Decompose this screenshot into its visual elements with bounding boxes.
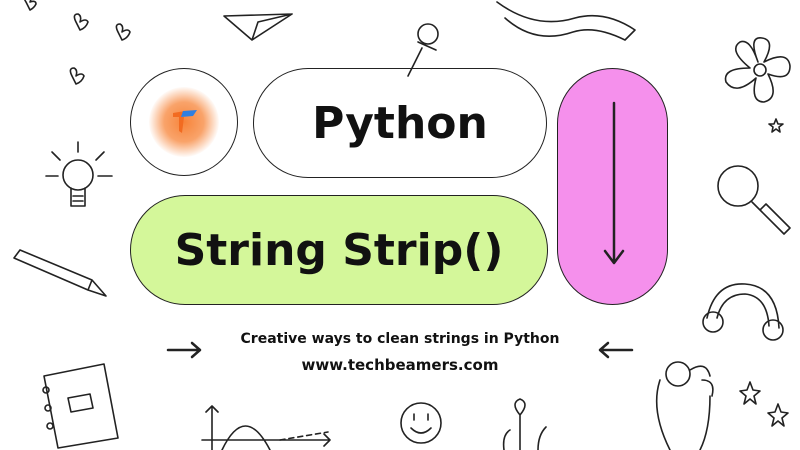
heart-plant-icon xyxy=(502,398,547,450)
right-arrow-icon xyxy=(166,341,202,359)
pink-pill xyxy=(557,68,668,305)
paper-plane-icon xyxy=(223,13,293,41)
logo-icon xyxy=(173,110,197,133)
smiley-icon xyxy=(400,402,442,444)
pencil-icon xyxy=(13,249,107,297)
left-arrow-icon xyxy=(598,341,634,359)
subtitle: Creative ways to clean strings in Python xyxy=(240,331,560,347)
rainbow-icon xyxy=(702,283,784,341)
star-icon xyxy=(768,118,784,133)
flower-icon xyxy=(724,37,791,103)
magnifier-icon xyxy=(717,165,791,235)
string-strip-title: String Strip() xyxy=(130,195,548,305)
ok-hand-icon xyxy=(655,361,714,450)
down-arrow-icon xyxy=(603,101,625,265)
logo-badge xyxy=(130,68,238,176)
ribbon-icon xyxy=(496,1,636,41)
pushpin-icon xyxy=(407,23,439,77)
python-title: Python xyxy=(253,68,547,178)
notebook-icon xyxy=(42,363,119,449)
website-url: www.techbeamers.com xyxy=(301,356,499,374)
graph-icon xyxy=(201,405,331,450)
star-icon xyxy=(739,381,789,427)
lightbulb-icon xyxy=(45,141,113,207)
heart-icon xyxy=(24,0,131,85)
